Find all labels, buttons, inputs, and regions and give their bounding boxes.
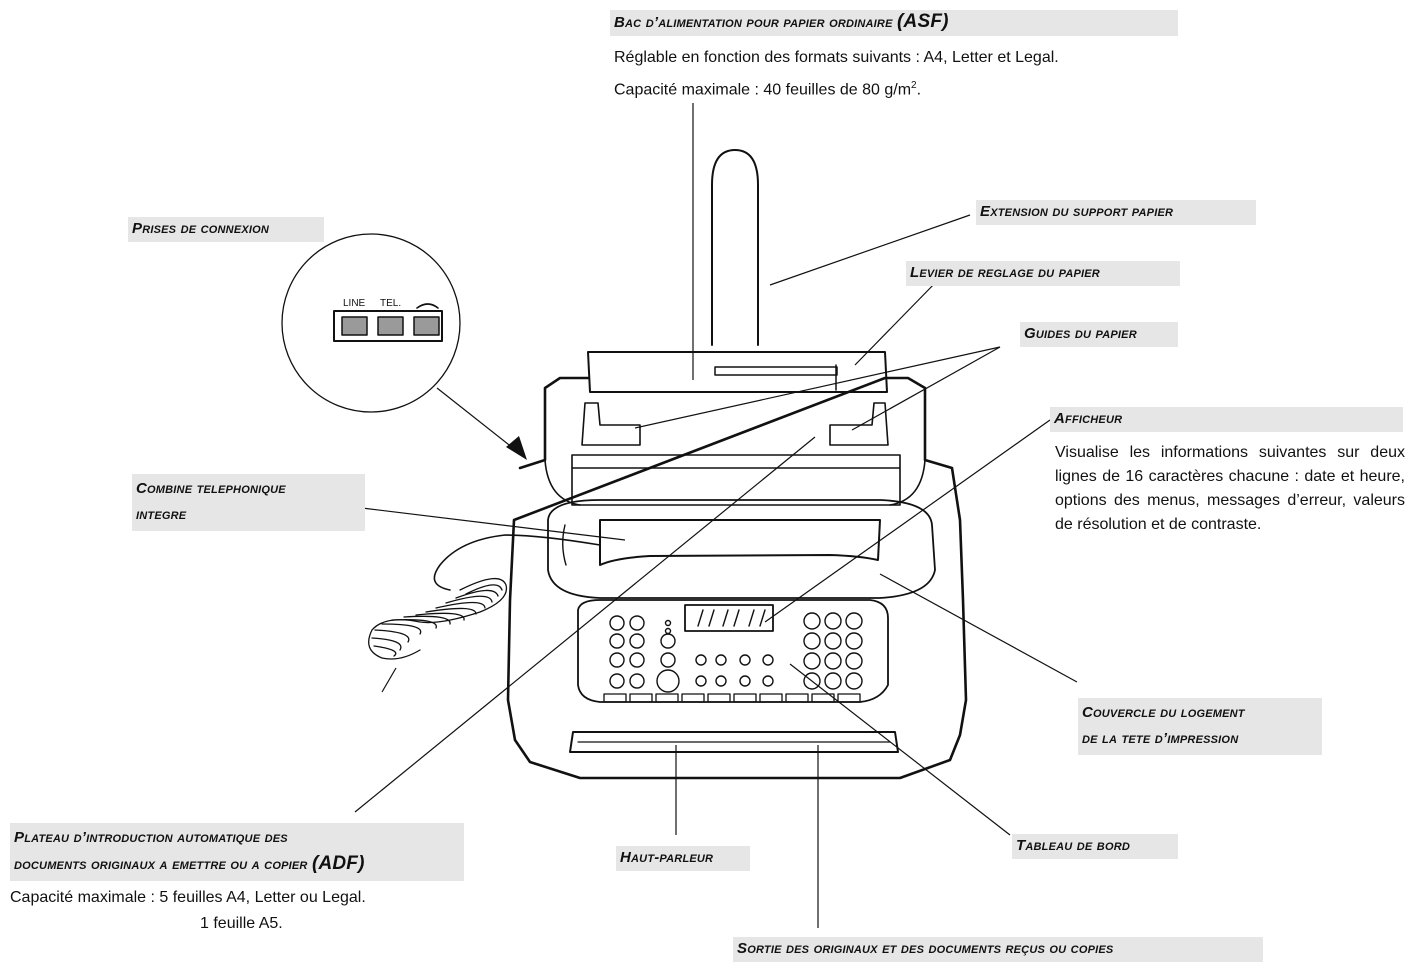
- asf-tray: [587, 351, 888, 393]
- connector-inset: [281, 233, 461, 413]
- lcd-display: [684, 604, 774, 632]
- phone-handset-icon: [416, 303, 439, 309]
- jack-handset: [413, 316, 440, 336]
- label-asf: Bac d’alimentation pour papier ordinaire…: [610, 10, 1178, 36]
- label-tableau: Tableau de bord: [1012, 834, 1178, 859]
- fax-body: [506, 376, 968, 780]
- coil-cord: [368, 578, 508, 660]
- label-sortie: Sortie des originaux et des documents re…: [733, 937, 1263, 962]
- jack-line: [341, 316, 368, 336]
- afficheur-description: Visualise les informations suivantes sur…: [1055, 444, 1405, 533]
- connector-arrow: [506, 436, 527, 460]
- output-slot: [569, 731, 899, 753]
- label-levier: Levier de reglage du papier: [906, 261, 1180, 286]
- top-cover: [547, 499, 936, 599]
- jack-tel: [377, 316, 404, 336]
- label-afficheur: Afficheur: [1050, 407, 1403, 432]
- handset: [599, 519, 881, 566]
- handset-cord: [433, 534, 601, 591]
- asf-description-1: Réglable en fonction des formats suivant…: [614, 49, 1059, 66]
- paper-guide-right: [829, 402, 889, 446]
- jack-label-line: LINE: [343, 298, 366, 309]
- control-panel: [577, 599, 889, 703]
- jack-panel: [333, 310, 443, 342]
- label-prises: Prises de connexion: [128, 217, 324, 242]
- paper-guide-left: [581, 402, 641, 446]
- label-guides: Guides du papier: [1020, 322, 1178, 347]
- label-haut-parleur: Haut-parleur: [616, 846, 750, 871]
- paper-support-extension: [711, 149, 759, 346]
- label-extension: Extension du support papier: [976, 200, 1256, 225]
- asf-description-2: Capacité maximale : 40 feuilles de 80 g/…: [614, 80, 922, 99]
- jack-label-tel: TEL.: [380, 298, 401, 309]
- plateau-capacity-1: Capacité maximale : 5 feuilles A4, Lette…: [10, 889, 366, 906]
- adf-tray: [571, 454, 901, 506]
- asf-slot: [714, 366, 838, 376]
- plateau-capacity-2: 1 feuille A5.: [200, 915, 283, 932]
